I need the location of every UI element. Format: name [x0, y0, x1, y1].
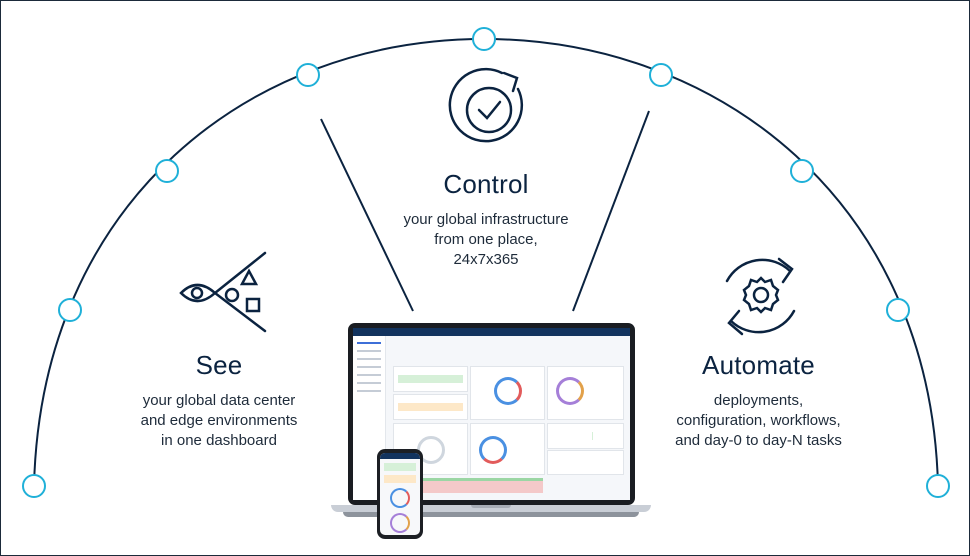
- control-line-2: from one place,: [434, 231, 538, 248]
- dashboard-card: [393, 366, 468, 392]
- control-description: your global infrastructure from one plac…: [371, 210, 601, 270]
- arc-node-3: [155, 159, 179, 183]
- control-title: Control: [443, 169, 529, 199]
- automate-line-1: deployments,: [713, 392, 804, 409]
- eye-with-shapes-icon: [179, 251, 267, 333]
- arc-node-1: [22, 474, 46, 498]
- see-title: See: [195, 350, 243, 380]
- dashboard-topbar: [353, 328, 630, 336]
- dashboard-card: [393, 394, 468, 420]
- see-line-3: in one dashboard: [161, 432, 277, 449]
- arc-node-8: [886, 298, 910, 322]
- automate-panel: Automate deployments, configuration, wor…: [641, 350, 876, 451]
- arc-node-9: [926, 474, 950, 498]
- dashboard-screenshot: [353, 328, 630, 500]
- dashboard-card: [547, 450, 624, 475]
- divider-left: [320, 118, 414, 312]
- arc-node-7: [790, 159, 814, 183]
- arc-node-4: [296, 63, 320, 87]
- arc-node-6: [649, 63, 673, 87]
- laptop-base: [331, 505, 651, 512]
- control-line-3: 24x7x365: [453, 251, 519, 268]
- control-panel: Control your global infrastructure from …: [371, 169, 601, 270]
- automate-description: deployments, configuration, workflows, a…: [641, 391, 876, 451]
- control-line-1: your global infrastructure: [403, 211, 569, 228]
- automate-line-2: configuration, workflows,: [676, 412, 841, 429]
- dashboard-card: [470, 423, 545, 475]
- automate-line-3: and day-0 to day-N tasks: [675, 432, 842, 449]
- divider-right: [572, 110, 650, 312]
- dashboard-card: [547, 366, 624, 420]
- see-line-1: your global data center: [142, 392, 296, 409]
- phone-dashboard-screenshot: [380, 453, 420, 535]
- see-description: your global data center and edge environ…: [119, 391, 319, 451]
- arc-node-2: [58, 298, 82, 322]
- dashboard-card: [470, 366, 545, 420]
- laptop-base-shadow: [343, 512, 639, 517]
- see-panel: See your global data center and edge env…: [119, 350, 319, 451]
- laptop-notch: [471, 505, 511, 508]
- see-line-2: and edge environments: [140, 412, 298, 429]
- check-circle-refresh-icon: [448, 67, 524, 143]
- gear-refresh-icon: [725, 257, 796, 336]
- dashboard-card: [547, 423, 624, 449]
- arc-node-5: [472, 27, 496, 51]
- dashboard-bar: [393, 478, 543, 493]
- automate-title: Automate: [702, 350, 815, 380]
- phone-illustration: [377, 449, 423, 539]
